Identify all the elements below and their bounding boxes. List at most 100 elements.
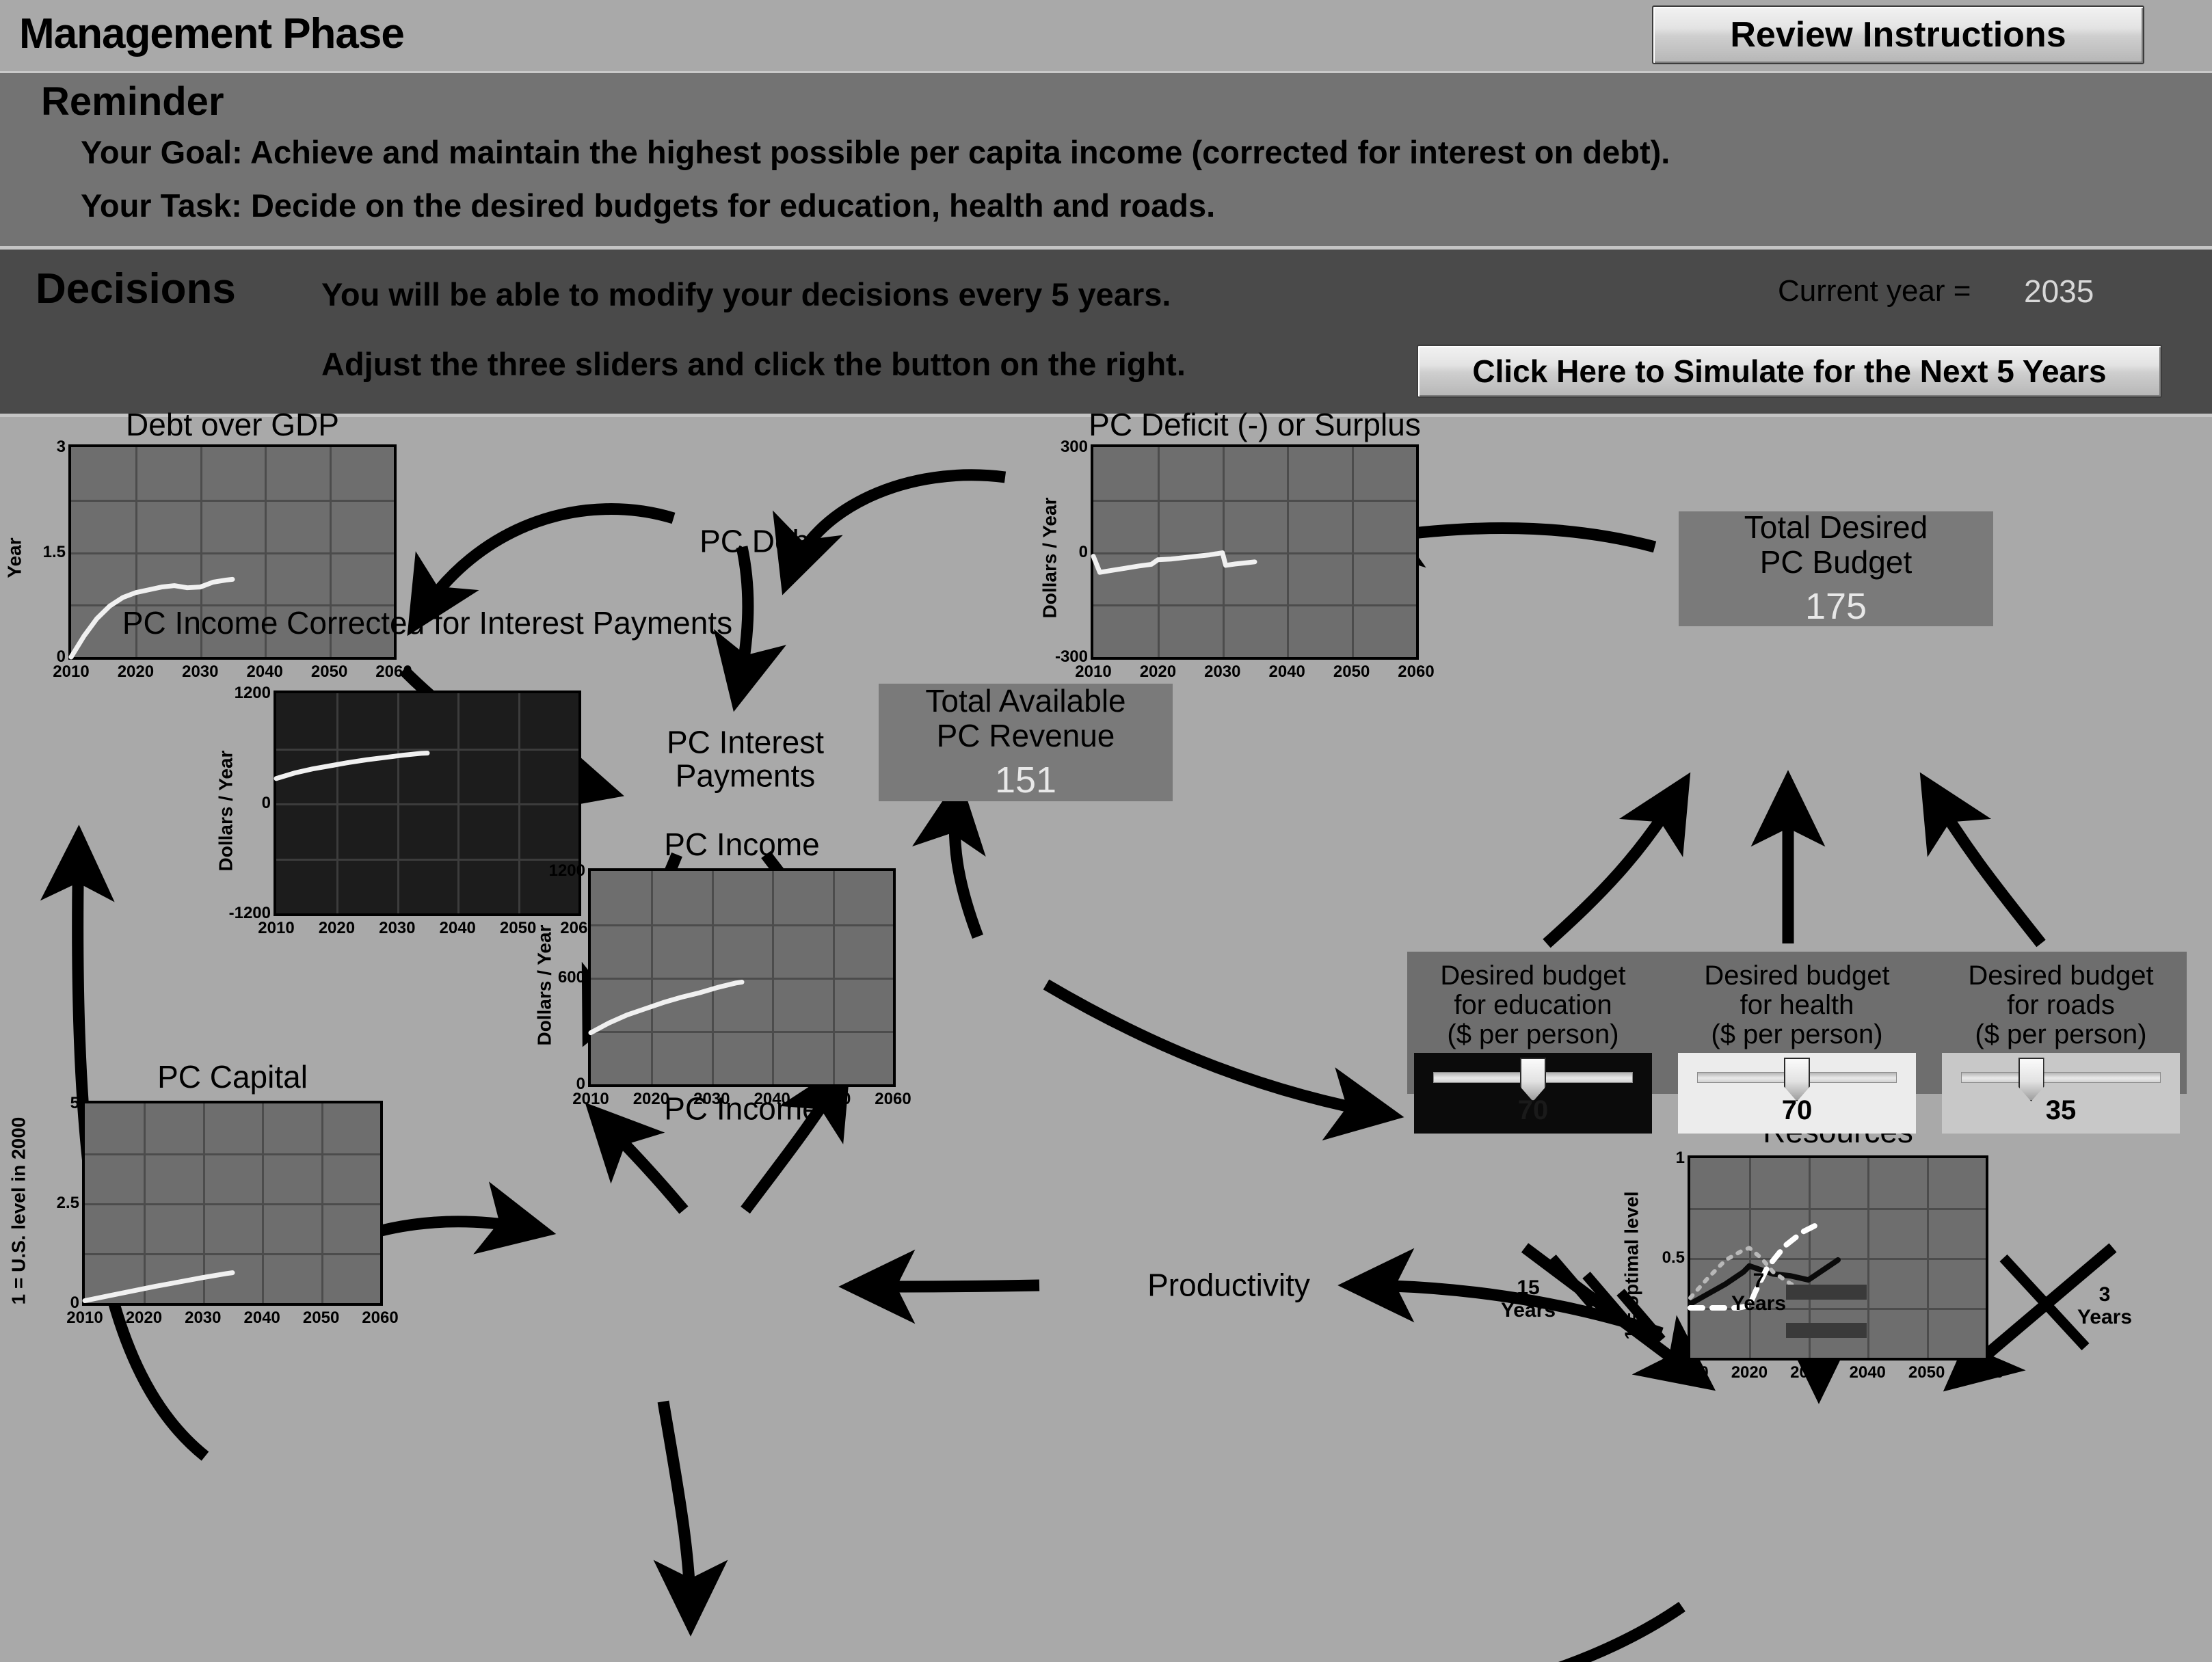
series-layer [1091, 550, 1257, 575]
budget-label-health: Desired budget for health ($ per person) [1704, 961, 1890, 1050]
value-box-label: Total Available PC Revenue [925, 683, 1126, 753]
y-axis-label: Dollars / Year [533, 924, 555, 1046]
decisions-line-2: Adjust the three sliders and click the b… [321, 346, 1186, 382]
slider-track-education[interactable] [1433, 1058, 1633, 1101]
y-axis-label: 1 = optimal level [1621, 1191, 1642, 1340]
slider-thumb-roads[interactable] [2018, 1058, 2044, 1101]
reminder-band: Reminder Your Goal: Achieve and maintain… [0, 71, 2212, 246]
series-layer [588, 980, 745, 1036]
chart-title: PC Capital [157, 1059, 308, 1095]
x-tick-label: 2010 [1075, 662, 1112, 681]
review-instructions-button[interactable]: Review Instructions [1652, 5, 2144, 64]
gridline-horizontal [591, 978, 893, 980]
value-box-value: 175 [1804, 585, 1867, 627]
simulate-next-5-years-button[interactable]: Click Here to Simulate for the Next 5 Ye… [1417, 345, 2162, 398]
gridline-horizontal [1690, 1308, 1986, 1310]
x-tick-label: 2040 [754, 1090, 790, 1108]
x-tick-label: 2030 [185, 1309, 222, 1327]
reminder-task-text: Your Task: Decide on the desired budgets… [81, 187, 1216, 224]
y-tick-label: -1200 [228, 904, 271, 922]
x-tick-label: 2010 [572, 1090, 609, 1108]
gridline-horizontal [85, 1203, 380, 1205]
y-axis-label: 1 = U.S. level in 2000 [8, 1116, 29, 1305]
chart-title: PC Income Corrected for Interest Payment… [122, 605, 733, 641]
budget-label-education: Desired budget for education ($ per pers… [1440, 961, 1626, 1050]
x-tick-label: 2050 [310, 662, 348, 681]
y-tick-label: 300 [1060, 438, 1088, 456]
y-tick-label: 0 [1675, 1348, 1685, 1367]
y-tick-label: 0 [1078, 542, 1088, 561]
gridline-horizontal [276, 748, 578, 751]
gridline-horizontal [1690, 1208, 1986, 1210]
y-tick-label: 0 [261, 794, 271, 812]
slider-track-health[interactable] [1697, 1058, 1897, 1101]
series-pc-deficit [1091, 550, 1257, 575]
slider-track-roads[interactable] [1961, 1058, 2161, 1101]
delay-roads: 3 Years [2077, 1283, 2133, 1328]
x-tick-label: 2040 [1849, 1363, 1886, 1382]
x-tick-label: 2020 [318, 919, 356, 937]
x-tick-label: 2030 [182, 662, 219, 681]
x-tick-label: 2030 [379, 919, 416, 937]
slider-box-education[interactable]: 70 [1414, 1053, 1652, 1134]
gridline-horizontal [1093, 604, 1416, 607]
series-layer [68, 576, 235, 660]
x-tick-label: 2050 [814, 1090, 851, 1108]
x-tick-label: 2050 [1908, 1363, 1945, 1382]
y-tick-label: 0 [576, 1075, 585, 1093]
x-tick-label: 2010 [53, 662, 90, 681]
node-pc-debt: PC Debt [699, 523, 818, 559]
x-tick-label: 2060 [375, 662, 412, 681]
chart-title: PC Income [664, 827, 820, 862]
x-tick-label: 2060 [362, 1309, 399, 1327]
series-resource-dashed [1688, 1221, 1824, 1311]
series-pc-capital [82, 1270, 235, 1303]
chart-title: Debt over GDP [126, 407, 339, 442]
x-tick-label: 2060 [875, 1090, 911, 1108]
delay-education: 15 Years [1500, 1276, 1556, 1322]
y-tick-label: 1 [1675, 1149, 1685, 1167]
series-layer [274, 750, 430, 781]
budget-column-health: Desired budget for health ($ per person) [1677, 961, 1917, 1050]
gridline-horizontal [71, 604, 394, 607]
x-tick-label: 2010 [66, 1309, 103, 1327]
y-tick-label: 3 [56, 438, 66, 456]
y-tick-label: 1200 [234, 684, 271, 702]
slider-box-roads[interactable]: 35 [1942, 1053, 2180, 1134]
current-year-label: Current year = [1778, 274, 1971, 308]
x-tick-label: 2050 [1333, 662, 1370, 681]
value-box-label: Total Desired PC Budget [1744, 509, 1928, 580]
y-tick-label: -300 [1054, 647, 1088, 666]
gridline-horizontal [85, 1253, 380, 1255]
y-tick-label: 600 [557, 968, 585, 987]
x-tick-label: 2010 [258, 919, 295, 937]
total-desired-pc-budget-box: Total Desired PC Budget 175 [1679, 509, 1993, 627]
gridline-horizontal [276, 803, 578, 805]
decisions-line-1: You will be able to modify your decision… [321, 276, 1171, 312]
y-tick-label: 0 [70, 1294, 79, 1312]
title-band: Management Phase Review Instructions [0, 0, 2212, 71]
gridline-horizontal [71, 499, 394, 502]
gridline-horizontal [591, 1031, 893, 1033]
series-layer [1688, 1221, 1841, 1311]
chart-pc-income-corrected: PC Income Corrected for Interest Payment… [122, 606, 732, 937]
x-tick-label: 2050 [499, 919, 537, 937]
slider-box-health[interactable]: 70 [1678, 1053, 1916, 1134]
gridline-horizontal [1093, 552, 1416, 554]
y-tick-label: 2.5 [56, 1194, 79, 1212]
x-tick-label: 2030 [693, 1090, 730, 1108]
x-tick-label: 2020 [1731, 1363, 1768, 1382]
slider-value-roads: 35 [2045, 1095, 2077, 1125]
x-tick-label: 2010 [1672, 1363, 1709, 1382]
gridline-horizontal [276, 858, 578, 861]
node-pc-income: PC Income [664, 1090, 820, 1127]
